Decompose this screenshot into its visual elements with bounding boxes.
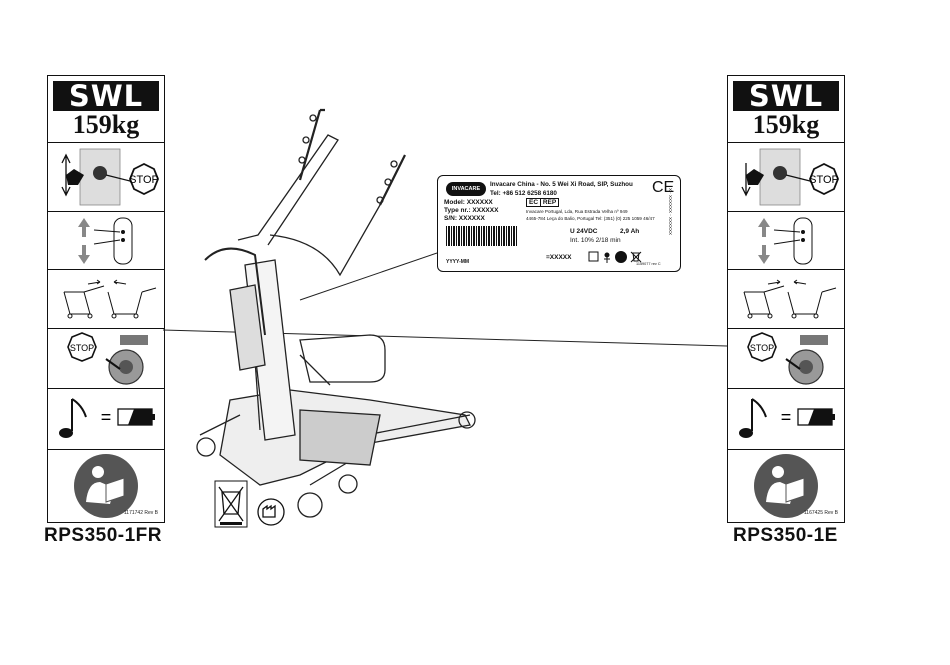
stop-sign-icon: [67, 332, 97, 362]
arrow-icon: [793, 279, 807, 285]
emergency-stop-pictogram: STOP: [48, 143, 164, 212]
serial-field: S/N: XXXXXX: [444, 215, 485, 222]
right-warning-label: SWL 159kg STOP: [727, 75, 845, 523]
castor-wheel: [297, 492, 323, 518]
read-manual-pictogram: 1171742 Rev B: [48, 450, 164, 522]
rep-address-line2: 4465-784 Leça do Balio, Portugal Tel: (3…: [526, 216, 655, 221]
stop-sign-icon: [747, 332, 777, 362]
manufacturer-address: Invacare China - No. 5 Wei Xi Road, SIP,…: [490, 181, 633, 188]
control-box: [229, 284, 266, 371]
stop-sign-text: STOP: [70, 343, 94, 353]
hand-icon: [66, 169, 84, 185]
intermittent-rating: Int. 10% 2/18 min: [570, 237, 621, 244]
swl-block: SWL 159kg: [48, 76, 164, 143]
arrow-down-icon: [78, 245, 90, 264]
brand-logo: INVACARE: [446, 182, 486, 196]
push-handle: [204, 247, 266, 336]
brand-logo-text: INVACARE: [451, 186, 481, 192]
swl-capacity: 159kg: [752, 110, 820, 139]
swl-capacity: 159kg: [72, 110, 140, 139]
product-rating-label: INVACARE Invacare China - No. 5 Wei Xi R…: [437, 175, 681, 272]
lift-boom: [237, 134, 339, 246]
stop-sign-text: STOP: [129, 174, 159, 186]
arrow-icon: [87, 279, 101, 285]
model-field: Model: XXXXXX: [444, 199, 493, 206]
manufacturer-phone: Tel: +86 512 6258 6180: [490, 190, 557, 197]
side-code: XXXXXX - XXXXXX - X: [668, 188, 673, 236]
battery-capacity: 2,9 Ah: [620, 228, 640, 235]
castor-wheel: [338, 474, 358, 494]
leg-spread-pictogram: [728, 270, 844, 329]
rep-address: Invacare Portugal, Lda, Rua Estrada Velh…: [526, 209, 628, 214]
up-down-arrow-icon: [61, 153, 71, 197]
ec-rep-box: EC REP: [526, 198, 560, 207]
weee-icon: [630, 251, 642, 263]
applied-part-icon: [604, 252, 610, 258]
music-note-icon: [739, 428, 753, 438]
swl-block: SWL 159kg: [728, 76, 844, 143]
arrow-icon: [767, 279, 781, 285]
hand-icon: [746, 169, 764, 185]
label-revision: 1159077 rev C: [636, 262, 661, 266]
class-ii-icon: [588, 251, 599, 262]
music-note-icon: [59, 428, 73, 438]
read-manual-pictogram: 1167425 Rev B: [728, 450, 844, 522]
manufacture-date-icon: [257, 498, 285, 526]
emergency-stop-pictogram: STOP: [728, 143, 844, 212]
stop-sign-icon: [809, 162, 839, 196]
knee-pad: [299, 334, 386, 383]
brake-castor-pictogram: STOP: [48, 329, 164, 389]
audio-battery-pictogram: =: [48, 389, 164, 450]
equals-sign: =: [781, 407, 792, 427]
right-model-name: RPS350-1E: [733, 525, 838, 546]
brake-castor-pictogram: STOP: [728, 329, 844, 389]
revision-code: 1171742 Rev B: [123, 510, 158, 516]
castor-wheel: [458, 411, 476, 429]
rep-text: REP: [539, 199, 557, 206]
barcode: [446, 226, 518, 246]
ec-text: EC: [529, 199, 539, 206]
total-weight: =XXXXX: [546, 254, 572, 261]
castor-wheel: [196, 437, 216, 457]
swl-title: SWL: [53, 81, 159, 111]
foot-plate: [299, 409, 381, 466]
ce-mark: CE: [652, 179, 675, 196]
handle-bar: [379, 154, 406, 206]
stop-sign-icon: [129, 162, 159, 196]
weee-bin-icon: [214, 480, 248, 528]
leg-spread-pictogram: [48, 270, 164, 329]
audio-battery-pictogram: =: [728, 389, 844, 450]
arrow-icon: [113, 279, 127, 285]
voltage-rating: U 24VDC: [570, 228, 598, 235]
stop-sign-text: STOP: [809, 174, 839, 186]
type-field: Type nr.: XXXXXX: [444, 207, 499, 214]
left-model-name: RPS350-1FR: [44, 525, 162, 546]
equals-sign: =: [101, 407, 112, 427]
down-arrow-icon: [741, 163, 751, 197]
arrow-down-icon: [758, 245, 770, 264]
leader-line: [299, 252, 438, 301]
stop-sign-text: STOP: [750, 343, 774, 353]
revision-code: 1167425 Rev B: [803, 510, 838, 516]
manual-icon: [615, 251, 627, 263]
arrow-up-icon: [78, 218, 90, 237]
swl-title: SWL: [733, 81, 839, 111]
handset-pictogram: [48, 212, 164, 270]
handle-bar: [298, 108, 325, 181]
label-symbols: [588, 250, 648, 266]
manufacture-date: YYYY-MM: [446, 259, 470, 265]
handset-pictogram: [728, 212, 844, 270]
arrow-up-icon: [758, 218, 770, 237]
left-warning-label: SWL 159kg STOP: [47, 75, 165, 523]
